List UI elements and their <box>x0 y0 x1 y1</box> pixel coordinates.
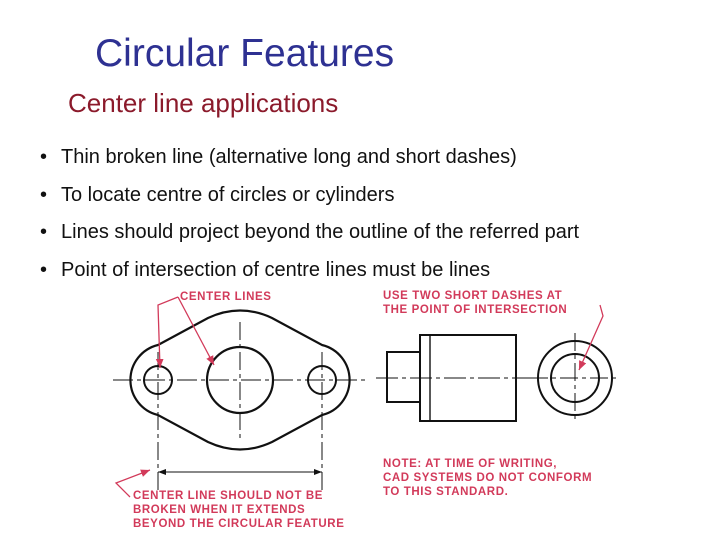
bullet-text: Point of intersection of centre lines mu… <box>61 258 491 281</box>
label-note-2: CAD SYSTEMS DO NOT CONFORM <box>383 472 592 484</box>
label-two-dashes-1: USE TWO SHORT DASHES AT <box>383 290 562 302</box>
bullet-dot-icon: • <box>40 183 48 206</box>
slide-subtitle: Center line applications <box>68 88 339 118</box>
label-broken-3: BEYOND THE CIRCULAR FEATURE <box>133 518 345 530</box>
label-broken-2: BROKEN WHEN IT EXTENDS <box>133 504 305 516</box>
bullet-text: Thin broken line (alternative long and s… <box>61 146 517 168</box>
cylinder-small-step <box>386 351 421 403</box>
label-two-dashes-2: THE POINT OF INTERSECTION <box>383 304 567 316</box>
bullet-dot-icon: • <box>40 146 48 168</box>
bullet-item: • Lines should project beyond the outline… <box>40 214 579 252</box>
cylinder-body <box>419 334 517 422</box>
cylinder-end-view <box>530 333 620 423</box>
bullet-dot-icon: • <box>40 221 48 243</box>
slide-title: Circular Features <box>95 32 395 75</box>
label-broken-1: CENTER LINE SHOULD NOT BE <box>133 490 323 502</box>
bullet-item: • Thin broken line (alternative long and … <box>40 139 579 177</box>
bullet-list: • Thin broken line (alternative long and … <box>40 139 579 289</box>
bullet-text: Lines should project beyond the outline … <box>61 221 580 243</box>
label-center-lines: CENTER LINES <box>180 291 272 303</box>
bullet-dot-icon: • <box>40 258 48 281</box>
label-note-3: TO THIS STANDARD. <box>383 486 508 498</box>
bullet-item: • Point of intersection of centre lines m… <box>40 252 579 290</box>
label-note-1: NOTE: AT TIME OF WRITING, <box>383 458 557 470</box>
cylinder-side-view <box>376 334 530 422</box>
bullet-text: To locate centre of circles or cylinders <box>61 183 395 206</box>
flange-drawing <box>113 309 368 492</box>
bullet-item: • To locate centre of circles or cylinder… <box>40 177 579 215</box>
